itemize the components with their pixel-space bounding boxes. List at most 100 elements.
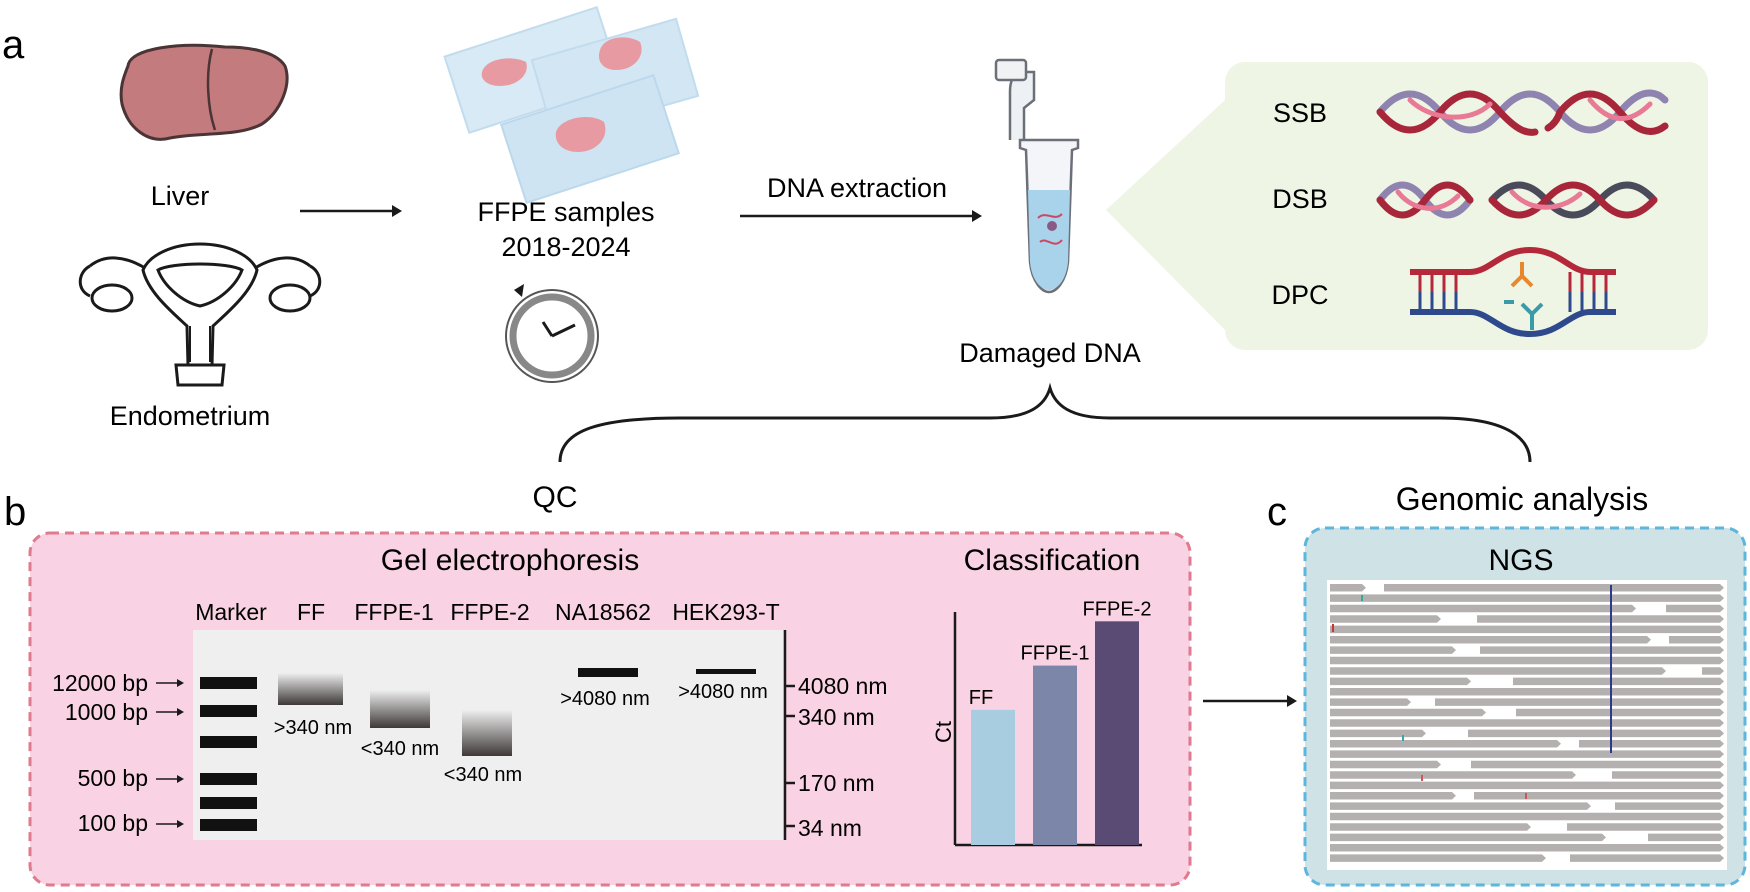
bar-ffpe-1 bbox=[1033, 665, 1077, 845]
gel-size-ticks bbox=[785, 684, 795, 828]
band-label-na18562: >4080 nm bbox=[560, 688, 650, 710]
ngs-read bbox=[1330, 636, 1651, 644]
band-ff bbox=[278, 673, 343, 705]
lane-label-hek293t: HEK293-T bbox=[672, 599, 779, 625]
ngs-read bbox=[1330, 729, 1426, 738]
ssb-helix-icon bbox=[1376, 89, 1669, 136]
ngs-read bbox=[1477, 615, 1724, 623]
ngs-read bbox=[1330, 802, 1591, 810]
band-hek293t bbox=[696, 669, 756, 674]
dna-extraction-label: DNA extraction bbox=[767, 173, 947, 203]
ngs-read bbox=[1330, 844, 1724, 852]
genomic-analysis-label: Genomic analysis bbox=[1396, 481, 1649, 517]
ngs-read bbox=[1330, 646, 1456, 654]
ngs-read bbox=[1330, 708, 1486, 717]
ngs-title: NGS bbox=[1488, 544, 1553, 577]
ngs-read bbox=[1666, 604, 1724, 613]
band-label-hek293t: >4080 nm bbox=[678, 681, 768, 703]
ngs-read bbox=[1330, 792, 1456, 800]
ngs-read bbox=[1330, 677, 1471, 686]
lane-label-marker: Marker bbox=[195, 599, 267, 625]
marker-label-500: 500 bp bbox=[78, 765, 148, 791]
band-ffpe1 bbox=[370, 690, 430, 728]
band-label-ffpe2: <340 nm bbox=[444, 764, 522, 786]
arrow-to-ffpe-icon bbox=[300, 205, 402, 217]
ngs-read bbox=[1579, 740, 1724, 748]
ngs-read bbox=[1471, 760, 1724, 769]
size-label-170: 170 nm bbox=[798, 770, 875, 796]
ngs-read bbox=[1567, 823, 1724, 831]
ngs-read bbox=[1384, 584, 1724, 592]
ffpe-label-line1: FFPE samples bbox=[477, 197, 654, 227]
ngs-read bbox=[1330, 594, 1724, 602]
size-label-34: 34 nm bbox=[798, 815, 862, 841]
ngs-read bbox=[1330, 688, 1724, 696]
ngs-read bbox=[1330, 719, 1724, 727]
bar-label-ff: FF bbox=[969, 687, 993, 709]
size-label-340: 340 nm bbox=[798, 704, 875, 730]
ffpe-slides-icon bbox=[443, 5, 700, 204]
lane-label-ffpe2: FFPE-2 bbox=[450, 599, 529, 625]
ngs-read bbox=[1330, 854, 1546, 862]
lane-label-na18562: NA18562 bbox=[555, 599, 651, 625]
damage-label-ssb: SSB bbox=[1273, 98, 1327, 128]
ngs-read bbox=[1480, 646, 1724, 654]
ngs-read bbox=[1330, 750, 1724, 758]
ngs-read bbox=[1330, 771, 1576, 779]
panel-label-b: b bbox=[4, 490, 26, 534]
ngs-read bbox=[1330, 667, 1666, 675]
eppendorf-tube-icon bbox=[994, 58, 1080, 294]
damaged-dna-label: Damaged DNA bbox=[959, 338, 1141, 368]
ngs-read bbox=[1702, 667, 1724, 675]
band-label-ff: >340 nm bbox=[274, 717, 352, 739]
ngs-read bbox=[1468, 729, 1724, 738]
ngs-read bbox=[1330, 584, 1366, 592]
size-label-4080: 4080 nm bbox=[798, 673, 888, 699]
marker-label-12000: 12000 bp bbox=[52, 670, 148, 696]
ngs-read bbox=[1435, 698, 1724, 706]
ngs-read bbox=[1330, 823, 1531, 831]
marker-label-1000: 1000 bp bbox=[65, 699, 148, 725]
ngs-read bbox=[1330, 604, 1636, 613]
ngs-read bbox=[1330, 698, 1411, 706]
ngs-read bbox=[1330, 656, 1724, 665]
ngs-read bbox=[1615, 802, 1724, 810]
damage-label-dpc: DPC bbox=[1271, 280, 1328, 310]
ngs-read bbox=[1330, 625, 1724, 634]
gel-title: Gel electrophoresis bbox=[381, 544, 639, 577]
marker-bands bbox=[200, 677, 257, 831]
panel-label-a: a bbox=[2, 23, 25, 67]
bar-label-ffpe-1: FFPE-1 bbox=[1021, 643, 1090, 665]
ngs-reads bbox=[1330, 584, 1724, 862]
damage-label-dsb: DSB bbox=[1272, 184, 1328, 214]
bar-label-ffpe-2: FFPE-2 bbox=[1083, 598, 1152, 620]
band-na18562 bbox=[578, 668, 638, 677]
ngs-read bbox=[1570, 854, 1724, 862]
qc-label: QC bbox=[533, 481, 578, 514]
band-label-ffpe1: <340 nm bbox=[361, 738, 439, 760]
ngs-read bbox=[1330, 833, 1606, 842]
ffpe-label-line2: 2018-2024 bbox=[501, 232, 630, 262]
ngs-read bbox=[1516, 708, 1724, 717]
panel-label-c: c bbox=[1267, 490, 1287, 534]
ngs-read bbox=[1612, 771, 1724, 779]
lane-label-ffpe1: FFPE-1 bbox=[354, 599, 433, 625]
ngs-read bbox=[1474, 792, 1724, 800]
arrow-to-ngs-icon bbox=[1203, 695, 1297, 707]
ngs-read bbox=[1648, 833, 1724, 842]
brace-connector bbox=[558, 382, 1532, 463]
arrow-to-tube-icon bbox=[740, 210, 982, 222]
ngs-read bbox=[1330, 615, 1441, 623]
bar-ffpe-2 bbox=[1095, 621, 1139, 845]
zoom-cone bbox=[1106, 100, 1225, 330]
liver-icon bbox=[119, 43, 289, 141]
lane-label-ff: FF bbox=[297, 599, 325, 625]
marker-arrows bbox=[156, 679, 184, 828]
uterus-icon bbox=[78, 242, 322, 387]
clock-icon bbox=[505, 284, 599, 383]
ngs-read bbox=[1330, 812, 1724, 821]
ngs-marks bbox=[1332, 585, 1612, 799]
endometrium-label: Endometrium bbox=[110, 401, 271, 431]
ngs-read bbox=[1513, 677, 1724, 686]
